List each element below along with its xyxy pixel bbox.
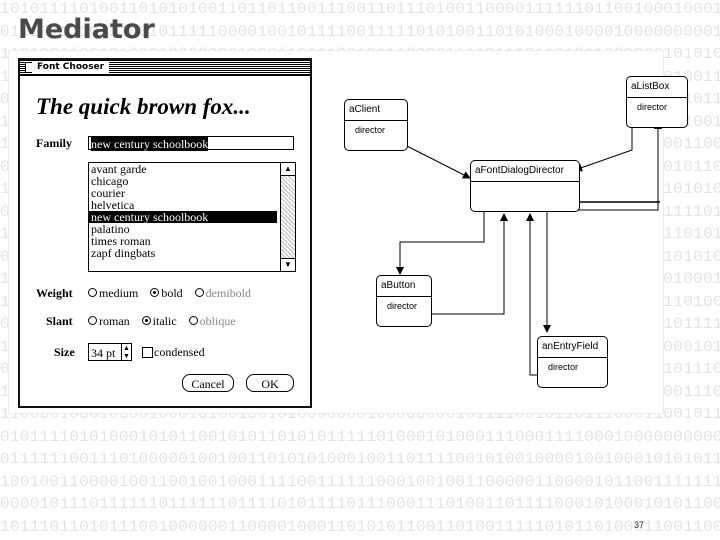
family-label: Family	[36, 136, 72, 150]
binary-background-line: 0111011110111001011111000010010111100111…	[0, 22, 720, 41]
aclient-name: aClient	[345, 100, 407, 121]
scroll-up-icon[interactable]: ▲	[281, 163, 295, 176]
weight-radio-label: medium	[99, 286, 139, 300]
window-title: Font Chooser	[32, 61, 110, 73]
size-spin-arrows-icon[interactable]: ▲▼	[121, 344, 131, 360]
alistbox-director-field: director	[637, 102, 668, 112]
family-list-item[interactable]: palatino	[91, 222, 130, 236]
alistbox-object: aListBox director	[626, 76, 688, 128]
family-list-item[interactable]: helvetica	[91, 198, 135, 212]
binary-background-line: 1010111101001101010100110110110011100110…	[0, 0, 720, 18]
slant-radio-label: oblique	[199, 314, 236, 328]
abutton-name: aButton	[377, 276, 431, 297]
anentryfield-name: anEntryField	[538, 337, 607, 358]
size-stepper[interactable]: 34 pt ▲▼	[88, 343, 132, 361]
binary-background-line: 1011101101011100100000011000010001101010…	[0, 517, 720, 536]
binary-background-line: 0111111001110100000100100110101010001001…	[0, 450, 720, 468]
weight-radio-group: medium bold demibold	[88, 286, 263, 301]
slant-label: Slant	[46, 314, 73, 328]
size-value: 34 pt	[91, 346, 116, 360]
page-number: 37	[633, 520, 644, 530]
abutton-object: aButton director	[376, 275, 432, 327]
slant-radio-label: roman	[99, 314, 130, 328]
slant-radio-group: roman italic oblique	[88, 314, 248, 329]
family-list-scrollbar[interactable]: ▲ ▼	[280, 163, 295, 271]
slant-radio-roman[interactable]	[88, 316, 97, 325]
font-chooser-window: Font Chooser The quick brown fox... Fami…	[18, 58, 312, 408]
alistbox-name: aListBox	[627, 77, 687, 98]
window-titlebar[interactable]: Font Chooser	[20, 60, 310, 76]
size-label: Size	[54, 345, 75, 359]
font-sample-text: The quick brown fox...	[36, 94, 251, 119]
weight-radio-demibold[interactable]	[194, 288, 204, 297]
condensed-checkbox[interactable]	[142, 347, 153, 358]
anentryfield-director-field: director	[548, 362, 579, 372]
scroll-down-icon[interactable]: ▼	[281, 258, 295, 271]
aclient-director-field: director	[355, 125, 386, 135]
slide-title: Mediator	[18, 14, 155, 45]
weight-radio-label: bold	[161, 286, 183, 300]
anentryfield-object: anEntryField director	[537, 336, 608, 388]
weight-radio-label: demibold	[205, 286, 251, 300]
slant-radio-italic[interactable]	[141, 316, 151, 325]
binary-background-line: 0101111010100010101100101011010101111101…	[0, 427, 720, 446]
ok-button[interactable]: OK	[246, 374, 294, 392]
family-list-item[interactable]: avant garde	[91, 162, 147, 176]
afontdialogdirector-object: aFontDialogDirector	[470, 160, 580, 212]
family-list-item[interactable]: times roman	[91, 234, 151, 248]
condensed-label: condensed	[154, 345, 205, 359]
weight-radio-bold[interactable]	[150, 288, 160, 297]
cancel-button[interactable]: Cancel	[182, 374, 234, 392]
slant-radio-label: italic	[152, 314, 177, 328]
family-list-item[interactable]: new century schoolbook	[89, 211, 277, 223]
family-list-item[interactable]: zapf dingbats	[91, 246, 156, 260]
afontdialogdirector-name: aFontDialogDirector	[471, 161, 579, 182]
binary-background-line: 1001001100001001100100100011110011111100…	[0, 472, 720, 491]
weight-radio-medium[interactable]	[88, 288, 97, 297]
abutton-director-field: director	[387, 301, 418, 311]
aclient-object: aClient director	[344, 99, 408, 151]
family-input[interactable]: new century schoolbook	[88, 136, 294, 151]
family-list-item[interactable]: chicago	[91, 174, 129, 188]
weight-label: Weight	[36, 286, 73, 300]
binary-background-line: 0000101110111111011111101111010111101110…	[0, 495, 720, 513]
family-list-item[interactable]: courier	[91, 186, 125, 200]
listbox-director-link	[574, 116, 633, 172]
slant-radio-oblique[interactable]	[188, 316, 198, 325]
button-director-link	[416, 213, 508, 315]
family-input-value: new century schoolbook	[91, 137, 209, 151]
director-button-link	[396, 200, 485, 275]
